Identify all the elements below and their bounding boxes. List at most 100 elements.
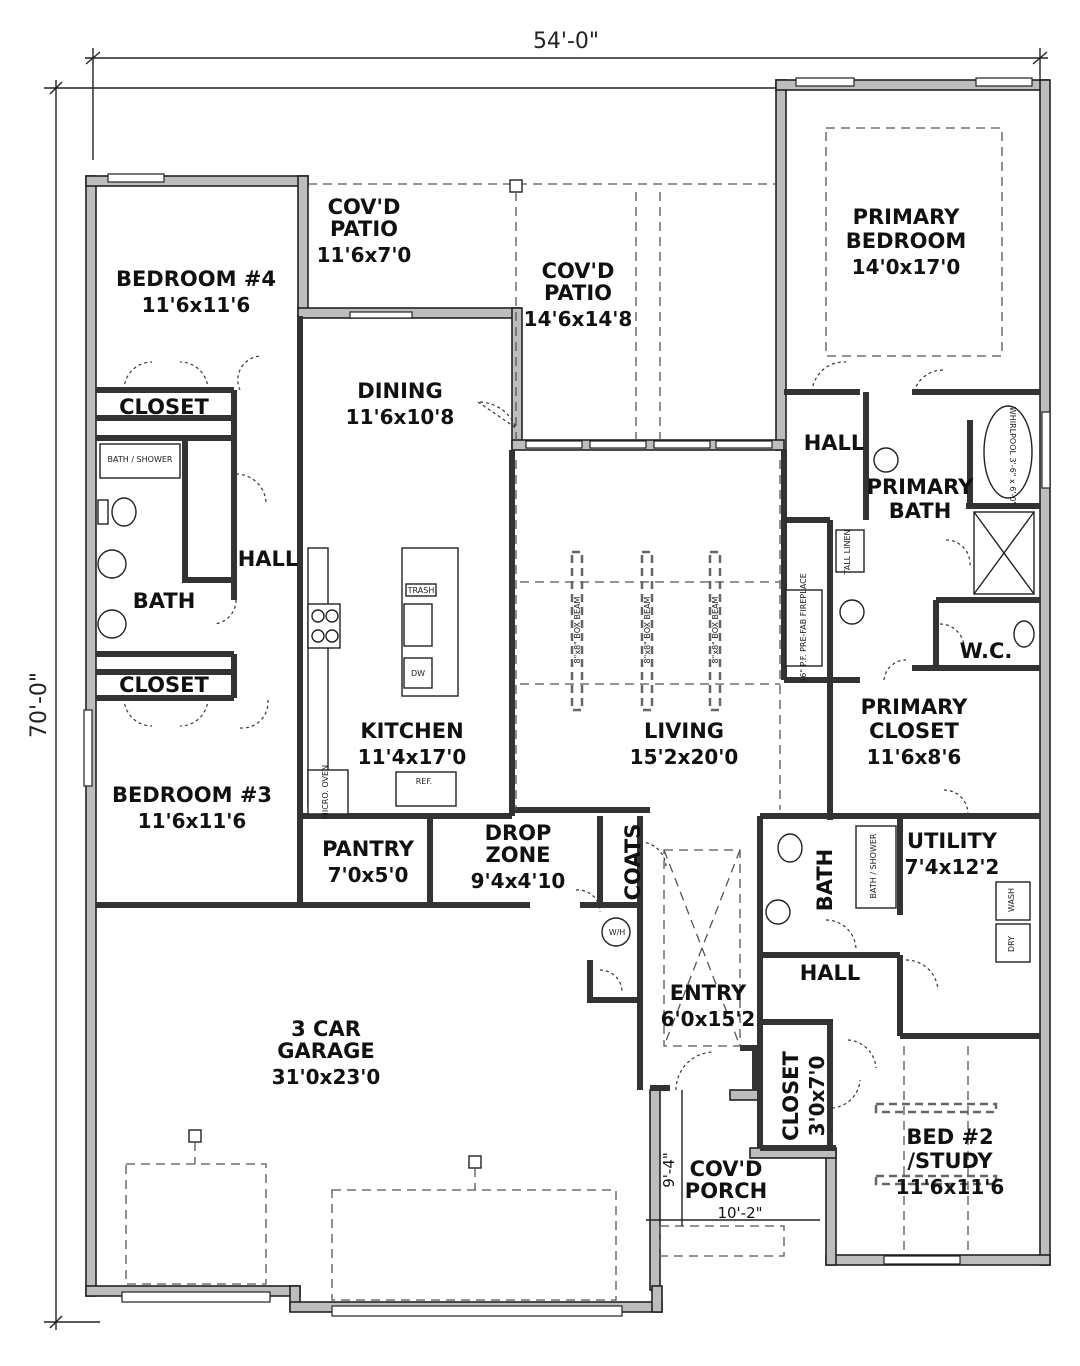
utility-name: UTILITY [907,829,998,853]
primary-closet-dim: 11'6x8'6 [867,745,962,769]
ref-label: REF. [416,777,432,786]
room-bed2: BED #2 /STUDY 11'6x11'6 [896,1125,1005,1199]
room-living: LIVING 15'2x20'0 [630,719,739,769]
primary-bath-name-l1: PRIMARY [867,475,975,499]
bath-fixtures: BATH / SHOWER BATH / SHOWER WHIRLPOOL 3'… [97,405,1035,963]
overall-width-label: 54'-0" [533,29,599,54]
room-patio-small: COV'D PATIO 11'6x7'0 [317,195,412,267]
room-garage: 3 CAR GARAGE 31'0x23'0 [272,1017,381,1089]
water-heater-label: W/H [609,928,626,937]
door-swings [123,355,971,1109]
room-closet-right: CLOSET 3'0x7'0 [779,1050,829,1140]
overall-depth-dimension: 70'-0" [27,80,780,1330]
tall-linen-label: TALL LINEN [843,529,852,575]
patio-large-dim: 14'6x14'8 [524,307,633,331]
room-porch: COV'D PORCH 10'-2" 9'-4" [660,1152,767,1222]
primary-bedroom-dim: 14'0x17'0 [852,255,961,279]
room-patio-large: COV'D PATIO 14'6x14'8 [524,259,633,331]
bed2-beams [874,1046,998,1250]
overall-width-dimension: 54'-0" [85,29,1048,160]
room-bedroom4: BEDROOM #4 11'6x11'6 [116,267,276,317]
closet-upper-name: CLOSET [119,395,209,419]
primary-closet-name-l2: CLOSET [869,719,959,743]
dining-dim: 11'6x10'8 [346,405,455,429]
patio-small-dim: 11'6x7'0 [317,243,412,267]
patio-small-name-l2: PATIO [330,217,398,241]
kitchen-fixtures: TRASH DW MICRO. OVEN REF. [307,547,459,819]
room-kitchen: KITCHEN 11'4x17'0 [358,719,467,769]
primary-bedroom-name-l1: PRIMARY [853,205,961,229]
patio-large-name-l2: PATIO [544,281,612,305]
kitchen-name: KITCHEN [360,719,463,743]
hall-left-name: HALL [238,547,299,571]
garage-name-l1: 3 CAR [291,1017,361,1041]
room-utility: UTILITY 7'4x12'2 [905,829,1000,879]
room-bedroom3: BEDROOM #3 11'6x11'6 [112,783,272,833]
porch-depth-dim: 9'-4" [660,1152,678,1188]
bed2-name-l1: BED #2 [906,1125,993,1149]
garage-doors [125,1129,617,1301]
dining-name: DINING [357,379,442,403]
bedroom3-dim: 11'6x11'6 [138,809,247,833]
bedroom3-name: BEDROOM #3 [112,783,272,807]
whirlpool-label: WHIRLPOOL 3'-6" x 6'-0" [1008,407,1017,505]
fireplace-label: 36" P.F. PRE-FAB FIREPLACE [799,573,808,683]
bedroom4-name: BEDROOM #4 [116,267,276,291]
primary-bath-name-l2: BATH [889,499,952,523]
hall-right-name: HALL [800,961,861,985]
porch-name-l1: COV'D [690,1157,763,1181]
dryer-label: DRY [1007,936,1016,952]
tub-label-left: BATH / SHOWER [108,455,173,464]
living-name: LIVING [644,719,724,743]
closet-right-dim: 3'0x7'0 [805,1056,829,1137]
coats-name: COATS [621,824,645,901]
utility-dim: 7'4x12'2 [905,855,1000,879]
primary-closet-name-l1: PRIMARY [861,695,969,719]
interior-walls [96,316,1040,1151]
patio-small-name-l1: COV'D [328,195,401,219]
living-outline: 8"x8" BOX BEAM 8"x8" BOX BEAM 8"x8" BOX … [515,460,781,810]
pantry-dim: 7'0x5'0 [328,863,409,887]
room-primary-bath: PRIMARY BATH [867,475,975,523]
bed2-name-l2: /STUDY [907,1149,993,1173]
patio-large-name-l1: COV'D [542,259,615,283]
room-dining: DINING 11'6x10'8 [346,379,455,429]
overall-depth-label: 70'-0" [27,672,52,738]
kitchen-dim: 11'4x17'0 [358,745,467,769]
entry-dim: 6'0x15'2 [661,1007,756,1031]
entry-outline [646,849,820,1257]
bedroom4-dim: 11'6x11'6 [142,293,251,317]
windows [83,77,1051,1317]
garage-name-l2: GARAGE [277,1039,375,1063]
porch-width-dim: 10'-2" [717,1204,762,1222]
room-primary-bedroom: PRIMARY BEDROOM 14'0x17'0 [846,205,967,279]
room-primary-closet: PRIMARY CLOSET 11'6x8'6 [861,695,969,769]
porch-name-l2: PORCH [685,1179,767,1203]
beam-label-3: 8"x8" BOX BEAM [711,596,720,663]
beam-label-2: 8"x8" BOX BEAM [643,596,652,663]
fireplace: 36" P.F. PRE-FAB FIREPLACE [785,573,823,683]
living-dim: 15'2x20'0 [630,745,739,769]
patio-outline [308,179,776,440]
closet-lower-name: CLOSET [119,673,209,697]
washer-label: WASH [1007,888,1016,912]
primary-bed-outline [825,127,1003,357]
micro-oven-label: MICRO. OVEN [321,765,330,819]
drop-zone-dim: 9'4x4'10 [471,869,566,893]
bath-right-name: BATH [813,849,837,912]
room-drop-zone: DROP ZONE 9'4x4'10 [471,821,566,893]
hall-primary-name: HALL [804,431,865,455]
bath-left-name: BATH [133,589,196,613]
tub-label-right: BATH / SHOWER [869,833,878,898]
garage-dim: 31'0x23'0 [272,1065,381,1089]
closet-right-name: CLOSET [779,1050,803,1140]
drop-zone-name-l1: DROP [485,821,552,845]
trash-label: TRASH [407,586,435,595]
drop-zone-name-l2: ZONE [486,843,551,867]
wc-name: W.C. [960,639,1013,663]
pantry-name: PANTRY [322,837,415,861]
room-pantry: PANTRY 7'0x5'0 [322,837,415,887]
entry-name: ENTRY [670,981,747,1005]
dw-label: DW [411,669,425,678]
